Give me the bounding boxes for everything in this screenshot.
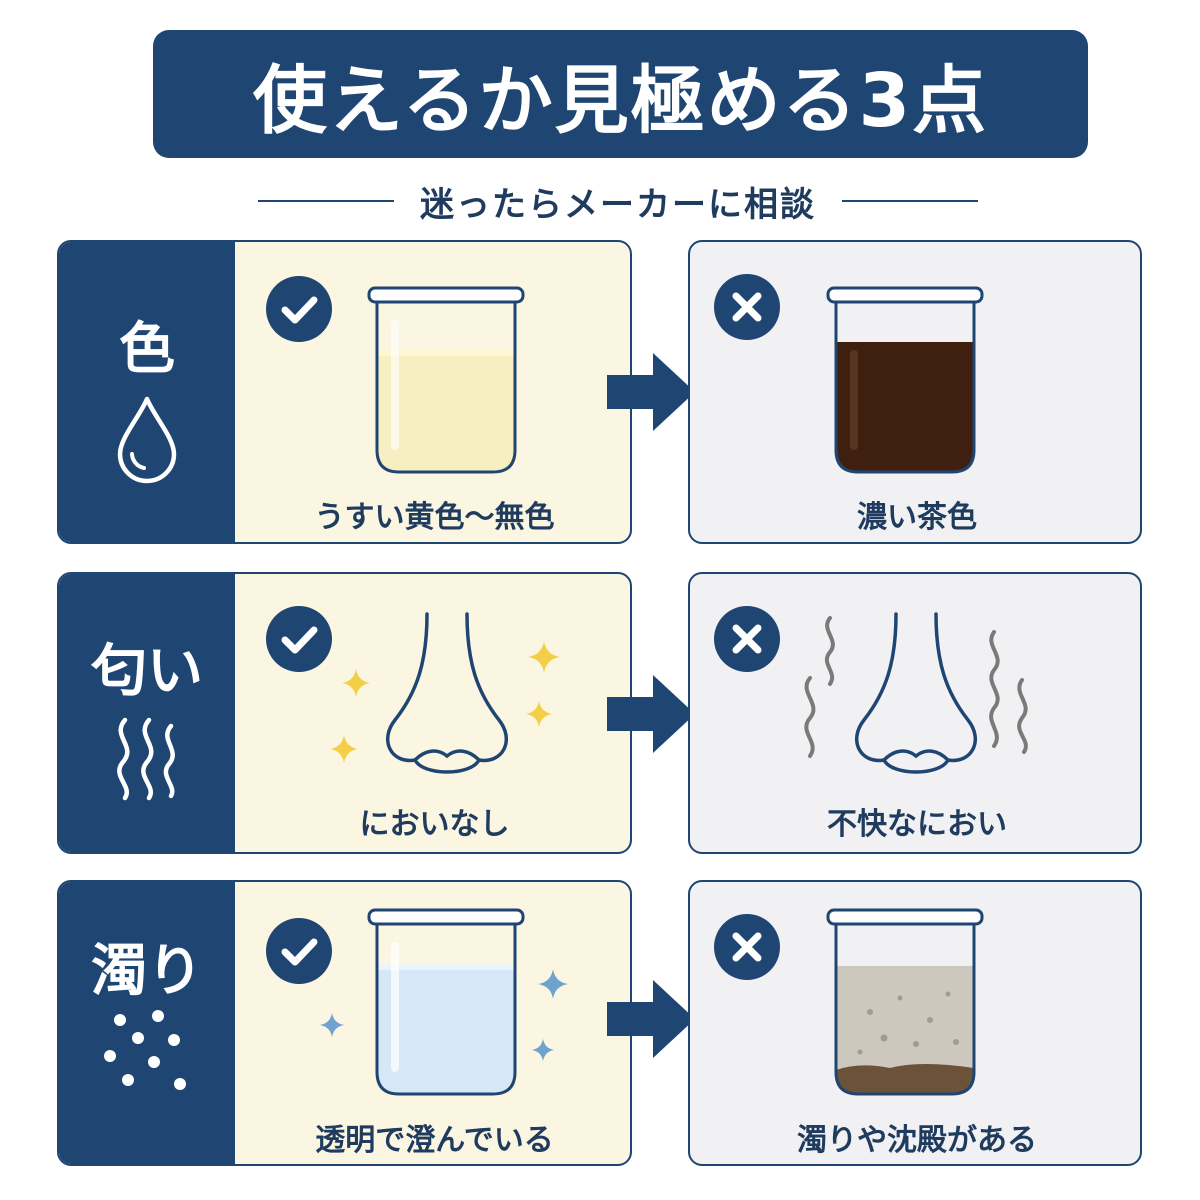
water-drop-icon	[117, 396, 177, 484]
beaker-murky	[826, 908, 984, 1096]
row-turbidity: 濁り 透明で澄んでいる	[0, 880, 1200, 1166]
subtitle-row: 迷ったらメーカーに相談	[258, 176, 978, 226]
subtitle-line-right	[842, 200, 978, 202]
label-panel-color: 色	[59, 242, 235, 542]
nose-icon	[385, 612, 509, 774]
particles-icon	[104, 1010, 186, 1090]
good-card-color: 色 うすい黄色〜無色	[57, 240, 632, 544]
beaker-light-yellow	[367, 286, 525, 474]
page-title: 使えるか見極める3点	[252, 57, 989, 144]
bad-card-color: 濃い茶色	[688, 240, 1142, 544]
beaker-clear-blue	[367, 908, 525, 1096]
bad-card-smell: 不快なにおい	[688, 572, 1142, 854]
good-card-turbidity: 濁り 透明で澄んでいる	[57, 880, 632, 1166]
subtitle-line-left	[258, 200, 394, 202]
bad-odor-waves-icon	[989, 630, 1028, 754]
label-panel-smell: 匂い	[59, 574, 235, 852]
row-color: 色 うすい黄色〜無色 濃い茶色	[0, 240, 1200, 544]
bad-caption: 不快なにおい	[827, 807, 1007, 842]
beaker-dark-brown	[826, 286, 984, 474]
good-caption: うすい黄色〜無色	[314, 500, 555, 535]
cross-icon	[714, 914, 780, 980]
title-banner: 使えるか見極める3点	[153, 30, 1088, 158]
subtitle: 迷ったらメーカーに相談	[420, 184, 816, 225]
row-label: 匂い	[91, 639, 203, 704]
sparkle-icon	[319, 1012, 345, 1038]
bad-caption: 濃い茶色	[857, 500, 977, 535]
sparkle-icon	[525, 700, 553, 728]
label-panel-turbidity: 濁り	[59, 882, 235, 1164]
sparkle-icon	[342, 669, 370, 697]
sparkle-icon	[531, 1038, 555, 1062]
sparkle-icon	[528, 641, 560, 673]
arrow-right-icon	[607, 353, 695, 431]
odor-waves-icon	[117, 717, 175, 801]
good-caption: 透明で澄んでいる	[315, 1123, 554, 1158]
cross-icon	[714, 274, 780, 340]
row-smell: 匂い においなし	[0, 572, 1200, 854]
good-card-smell: 匂い においなし	[57, 572, 632, 854]
good-caption: においなし	[359, 807, 510, 842]
check-icon	[266, 276, 332, 342]
row-label: 濁り	[91, 939, 203, 1004]
arrow-right-icon	[607, 675, 695, 753]
arrow-right-icon	[607, 980, 695, 1058]
check-icon	[266, 606, 332, 672]
bad-odor-waves-icon	[804, 616, 835, 758]
nose-icon	[854, 612, 978, 774]
row-label: 色	[119, 317, 175, 382]
sparkle-icon	[538, 969, 568, 999]
sparkle-icon	[330, 735, 358, 763]
cross-icon	[714, 606, 780, 672]
check-icon	[266, 918, 332, 984]
bad-card-turbidity: 濁りや沈殿がある	[688, 880, 1142, 1166]
bad-caption: 濁りや沈殿がある	[797, 1123, 1037, 1158]
